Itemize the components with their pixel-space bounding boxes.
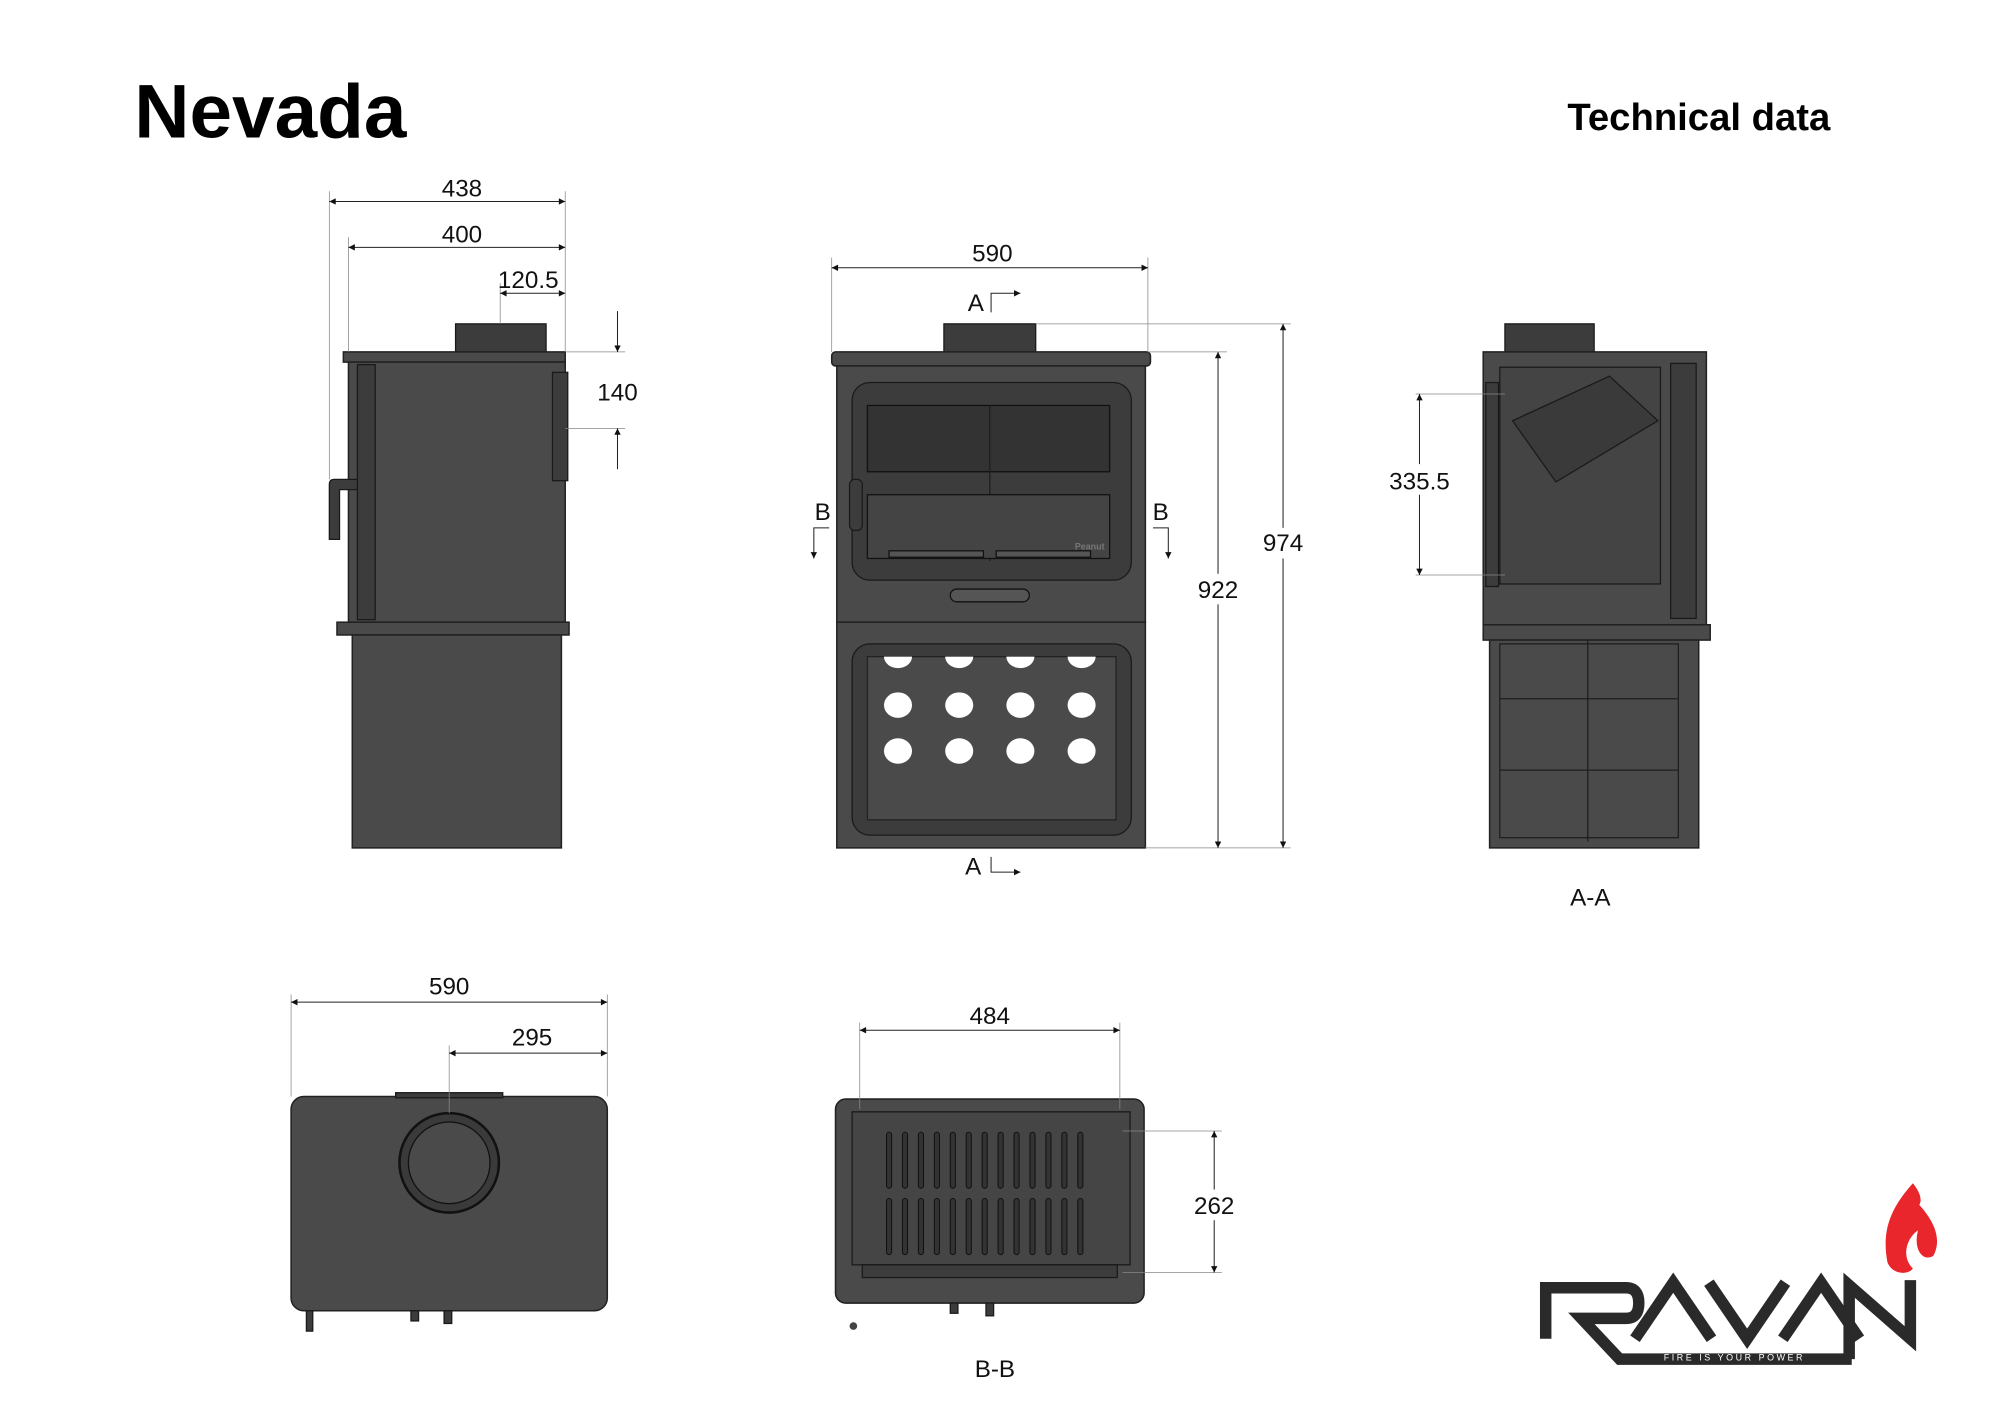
ravan-logo: FIRE IS YOUR POWER: [1539, 1183, 1938, 1365]
dim-590: 590: [972, 240, 1012, 267]
dim-400: 400: [442, 221, 482, 248]
air-control: [949, 588, 1030, 603]
door-handle: [328, 478, 359, 540]
grate-slot: [933, 1198, 940, 1256]
grate-slot: [1077, 1131, 1084, 1189]
flue-collar: [454, 323, 547, 353]
dim-295: 295: [512, 1025, 552, 1052]
section-marker-a-bottom: A: [965, 854, 982, 881]
grate-slot: [886, 1198, 893, 1256]
stove-logo-text: Peanut: [1075, 542, 1105, 552]
grate-slot: [949, 1198, 956, 1256]
dim-262: 262: [1194, 1193, 1234, 1220]
grate-slot: [917, 1198, 925, 1256]
grate-slot: [981, 1131, 988, 1189]
top-view: 590 295: [290, 974, 609, 1332]
grate-slot: [886, 1131, 893, 1189]
grate-slot: [1061, 1131, 1068, 1189]
grate-slot: [949, 1131, 956, 1189]
vent-holes: [883, 656, 1096, 764]
grate-slot: [1013, 1131, 1020, 1189]
grate-slot: [933, 1131, 940, 1189]
dim-974: 974: [1263, 530, 1303, 557]
section-marker-a-top: A: [968, 290, 985, 317]
section-bb-label: B-B: [975, 1356, 1015, 1383]
dim-438: 438: [442, 175, 482, 202]
grate-slot: [1013, 1198, 1020, 1256]
grate-slot: [1061, 1198, 1068, 1256]
grate-slot: [997, 1131, 1004, 1189]
section-aa-label: A-A: [1570, 884, 1611, 911]
grate-slot: [965, 1131, 972, 1189]
dim-120-5: 120.5: [498, 267, 559, 294]
page-subtitle: Technical data: [1567, 96, 1831, 139]
dim-484: 484: [970, 1003, 1010, 1030]
grate-slot: [981, 1198, 988, 1256]
grate-slot: [901, 1198, 909, 1256]
dim-140: 140: [597, 379, 637, 406]
grate-slot: [1077, 1198, 1084, 1256]
grate-slot: [901, 1131, 909, 1189]
section-aa-view: 335.5 A-A: [1385, 323, 1711, 911]
logo-tagline: FIRE IS YOUR POWER: [1664, 1352, 1805, 1362]
section-bb-view: 484 262 B-B: [834, 1003, 1240, 1383]
grate-slot: [1029, 1131, 1036, 1189]
grate-slot: [1029, 1198, 1036, 1256]
dim-590-top: 590: [429, 974, 469, 1001]
dim-335-5: 335.5: [1389, 469, 1450, 496]
grate-slot: [1045, 1131, 1052, 1189]
flame-icon: [1885, 1183, 1938, 1273]
grate-slot: [997, 1198, 1004, 1256]
dim-922: 922: [1198, 577, 1238, 604]
grate-slot: [917, 1131, 925, 1189]
page-title: Nevada: [134, 70, 408, 155]
section-marker-b-left: B: [815, 499, 831, 526]
grate-slot: [1045, 1198, 1052, 1256]
section-marker-b-right: B: [1153, 499, 1169, 526]
flue-collar: [943, 323, 1037, 353]
front-view: Peanut 590 922 974 A A B B: [810, 240, 1309, 881]
side-view: 438 400 120.5 140: [328, 175, 638, 849]
door-handle: [848, 478, 863, 532]
grate-slot: [965, 1198, 972, 1256]
